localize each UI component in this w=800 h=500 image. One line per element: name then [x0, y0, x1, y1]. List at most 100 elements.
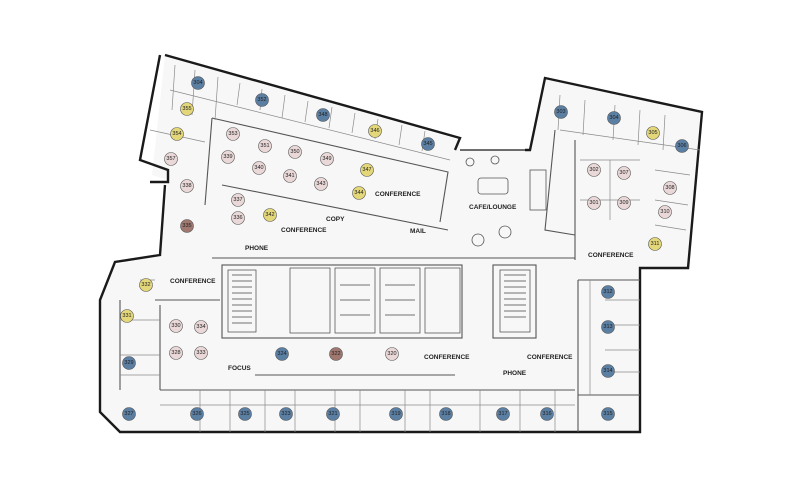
- office-marker-308: 308: [663, 181, 677, 195]
- office-number: 304: [193, 80, 202, 86]
- office-number: 313: [603, 324, 612, 330]
- office-number: 327: [124, 411, 133, 417]
- office-marker-321: 321: [326, 407, 340, 421]
- phone-label-south: PHONE: [503, 370, 527, 377]
- office-marker-circle: [352, 186, 366, 200]
- office-marker-355: 355: [180, 102, 194, 116]
- office-number: 325: [240, 411, 249, 417]
- office-number: 338: [182, 183, 191, 189]
- office-number: 324: [277, 351, 286, 357]
- office-marker-341: 341: [283, 169, 297, 183]
- cafe-lounge-label: CAFE/LOUNGE: [469, 204, 517, 211]
- office-number: 307: [619, 170, 628, 176]
- office-marker-304: 304: [191, 76, 205, 90]
- office-marker-318: 318: [439, 407, 453, 421]
- office-marker-circle: [554, 105, 568, 119]
- office-number: 340: [254, 165, 263, 171]
- office-marker-circle: [601, 320, 615, 334]
- office-marker-354: 354: [170, 127, 184, 141]
- office-marker-circle: [329, 347, 343, 361]
- office-marker-329: 329: [122, 356, 136, 370]
- office-number: 333: [196, 350, 205, 356]
- office-marker-309: 309: [617, 196, 631, 210]
- office-marker-circle: [601, 364, 615, 378]
- office-number: 329: [124, 360, 133, 366]
- office-marker-circle: [275, 347, 289, 361]
- office-number: 344: [354, 190, 363, 196]
- cafe-furniture: [465, 155, 547, 247]
- office-number: 311: [651, 241, 660, 247]
- office-number: 301: [589, 200, 598, 206]
- conference-label-east: CONFERENCE: [588, 252, 634, 259]
- office-marker-337: 337: [231, 193, 245, 207]
- office-marker-304: 304: [607, 111, 621, 125]
- office-marker-circle: [496, 407, 510, 421]
- office-marker-circle: [279, 407, 293, 421]
- office-marker-circle: [180, 102, 194, 116]
- office-marker-circle: [646, 126, 660, 140]
- office-marker-circle: [231, 211, 245, 225]
- office-marker-circle: [617, 196, 631, 210]
- office-number: 342: [265, 212, 274, 218]
- office-marker-circle: [194, 346, 208, 360]
- office-marker-328: 328: [169, 346, 183, 360]
- office-number: 354: [172, 131, 181, 137]
- mail-label: MAIL: [410, 228, 426, 235]
- office-marker-circle: [587, 196, 601, 210]
- office-marker-336: 336: [231, 211, 245, 225]
- office-marker-circle: [658, 205, 672, 219]
- office-number: 349: [322, 156, 331, 162]
- office-marker-circle: [601, 285, 615, 299]
- office-number: 322: [331, 351, 340, 357]
- office-marker-306: 306: [675, 139, 689, 153]
- office-marker-331: 331: [120, 309, 134, 323]
- office-number: 309: [619, 200, 628, 206]
- office-marker-319: 319: [389, 407, 403, 421]
- office-number: 303: [556, 109, 565, 115]
- office-number: 346: [370, 128, 379, 134]
- office-marker-circle: [648, 237, 662, 251]
- exterior-walls: [98, 53, 704, 434]
- office-number: 315: [603, 411, 612, 417]
- office-marker-323: 323: [279, 407, 293, 421]
- office-marker-circle: [231, 193, 245, 207]
- office-marker-circle: [120, 309, 134, 323]
- office-number: 357: [166, 156, 175, 162]
- office-marker-313: 313: [601, 320, 615, 334]
- office-marker-circle: [255, 93, 269, 107]
- office-marker-350: 350: [288, 145, 302, 159]
- interior-walls: [119, 117, 640, 432]
- office-number: 331: [122, 313, 131, 319]
- office-number: 318: [441, 411, 450, 417]
- office-number: 304: [609, 115, 618, 121]
- office-number: 336: [233, 215, 242, 221]
- office-number: 319: [391, 411, 400, 417]
- office-marker-307: 307: [617, 166, 631, 180]
- conference-label-south: CONFERENCE: [424, 354, 470, 361]
- office-marker-circle: [607, 111, 621, 125]
- office-marker-circle: [617, 166, 631, 180]
- office-number: 343: [316, 181, 325, 187]
- office-marker-circle: [180, 219, 194, 233]
- office-number: 351: [260, 143, 269, 149]
- office-marker-320: 320: [385, 347, 399, 361]
- office-number: 330: [171, 323, 180, 329]
- office-number: 302: [589, 167, 598, 173]
- office-marker-circle: [601, 407, 615, 421]
- office-number: 355: [182, 106, 191, 112]
- office-marker-circle: [326, 407, 340, 421]
- office-marker-303: 303: [554, 105, 568, 119]
- office-marker-353: 353: [226, 127, 240, 141]
- office-number: 326: [192, 411, 201, 417]
- office-marker-314: 314: [601, 364, 615, 378]
- office-marker-351: 351: [258, 139, 272, 153]
- phone-label-north: PHONE: [245, 245, 269, 252]
- office-marker-circle: [288, 145, 302, 159]
- office-marker-circle: [421, 137, 435, 151]
- office-number: 352: [257, 97, 266, 103]
- office-marker-343: 343: [314, 177, 328, 191]
- office-marker-circle: [252, 161, 266, 175]
- office-marker-315: 315: [601, 407, 615, 421]
- office-marker-circle: [675, 139, 689, 153]
